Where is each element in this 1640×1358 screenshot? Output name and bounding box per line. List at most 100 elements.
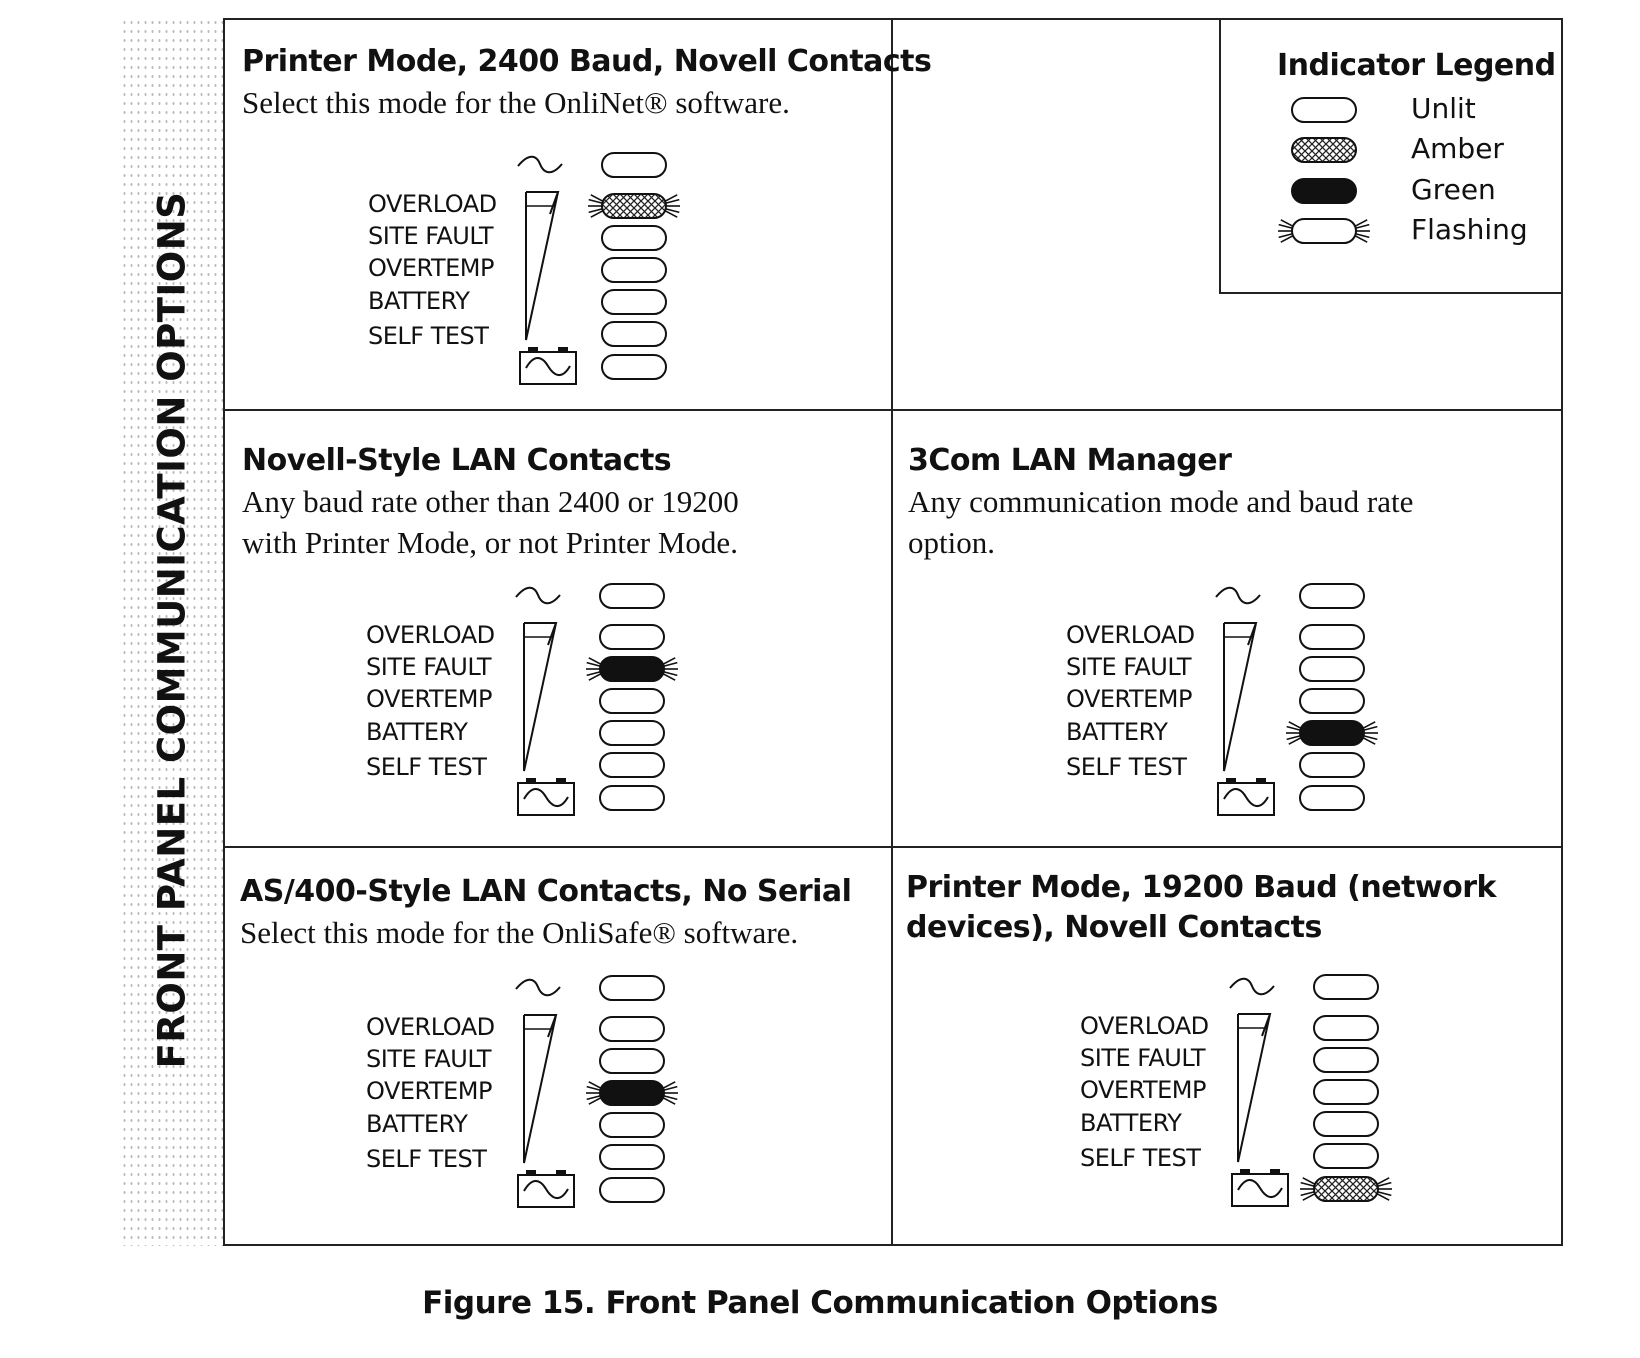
indicator-led-unlit-icon — [599, 583, 665, 609]
indicator-led-unlit-icon — [599, 1112, 665, 1138]
indicator-led-unlit-icon — [599, 752, 665, 778]
load-bar-graph-icon — [1237, 1013, 1272, 1163]
panel-description: Select this mode for the OnliNet® softwa… — [242, 85, 790, 120]
indicator-led-unlit-icon — [599, 624, 665, 650]
legend-label-unlit: Unlit — [1411, 92, 1476, 125]
panel-printer-mode-19200: Printer Mode, 19200 Baud (network devices… — [906, 868, 1497, 1207]
load-bar-graph-icon — [1223, 622, 1258, 772]
indicator-label-overload: OVERLOAD — [366, 1013, 495, 1041]
front-panel-diagram: OVERLOAD SITE FAULT OVERTEMP BATTERY SELF TE… — [368, 152, 788, 397]
indicator-led-unlit-icon — [599, 1048, 665, 1074]
indicator-led-unlit-icon — [1313, 1143, 1379, 1169]
legend-label-flashing: Flashing — [1411, 213, 1528, 246]
legend-swatch-flashing-icon — [1278, 218, 1370, 244]
indicator-label-battery: BATTERY — [368, 287, 470, 315]
front-panel-diagram: OVERLOAD SITE FAULT OVERTEMP BATTERY SELF TE… — [1066, 583, 1486, 828]
indicator-led-unlit-icon — [599, 975, 665, 1001]
legend-label-green: Green — [1411, 173, 1496, 206]
legend-swatch-unlit-icon — [1291, 97, 1357, 123]
load-bar-graph-icon — [523, 622, 558, 772]
indicator-label-overtemp: OVERTEMP — [1066, 685, 1192, 713]
indicator-led-unlit-icon — [599, 720, 665, 746]
ac-sine-icon — [515, 586, 561, 605]
grid-divider-row1 — [225, 409, 1563, 411]
battery-icon — [519, 347, 577, 385]
front-panel-diagram: OVERLOAD SITE FAULT OVERTEMP BATTERY SELF TE… — [366, 975, 786, 1220]
panel-title: devices), Novell Contacts — [906, 910, 1322, 945]
legend-swatch-amber-icon — [1291, 137, 1357, 163]
figure-caption: Figure 15. Front Panel Communication Opt… — [422, 1285, 1218, 1321]
indicator-label-overtemp: OVERTEMP — [366, 1077, 492, 1105]
panel-title: Printer Mode, 19200 Baud (network — [906, 870, 1497, 905]
indicator-label-overload: OVERLOAD — [366, 621, 495, 649]
indicator-led-unlit-icon — [599, 1144, 665, 1170]
indicator-led-green-flashing-icon — [586, 656, 678, 682]
sidebar — [121, 18, 225, 1246]
indicator-label-self-test: SELF TEST — [1080, 1144, 1201, 1172]
indicator-label-battery: BATTERY — [1080, 1109, 1182, 1137]
panel-description: with Printer Mode, or not Printer Mode. — [242, 525, 738, 560]
indicator-label-site-fault: SITE FAULT — [366, 653, 492, 681]
indicator-label-self-test: SELF TEST — [366, 753, 487, 781]
panel-description: Any communication mode and baud rate — [908, 484, 1414, 519]
ac-sine-icon — [517, 155, 563, 174]
indicator-label-battery: BATTERY — [1066, 718, 1168, 746]
indicator-led-unlit-icon — [601, 152, 667, 178]
panel-title: Novell-Style LAN Contacts — [242, 443, 672, 478]
panel-description: option. — [908, 525, 995, 560]
indicator-led-unlit-icon — [601, 225, 667, 251]
indicator-label-self-test: SELF TEST — [366, 1145, 487, 1173]
grid-divider-row2 — [225, 846, 1563, 848]
indicator-led-unlit-icon — [1299, 688, 1365, 714]
legend-title: Indicator Legend — [1277, 48, 1556, 83]
indicator-label-overload: OVERLOAD — [368, 190, 497, 218]
indicator-led-unlit-icon — [1313, 1047, 1379, 1073]
indicator-label-site-fault: SITE FAULT — [1080, 1044, 1206, 1072]
indicator-label-battery: BATTERY — [366, 718, 468, 746]
indicator-label-overtemp: OVERTEMP — [368, 254, 494, 282]
indicator-led-unlit-icon — [601, 321, 667, 347]
indicator-led-unlit-icon — [601, 354, 667, 380]
panel-description: Any baud rate other than 2400 or 19200 — [242, 484, 739, 519]
indicator-label-site-fault: SITE FAULT — [368, 222, 494, 250]
legend-label-amber: Amber — [1411, 132, 1504, 165]
indicator-led-unlit-icon — [599, 1177, 665, 1203]
indicator-led-unlit-icon — [601, 289, 667, 315]
indicator-label-self-test: SELF TEST — [1066, 753, 1187, 781]
indicator-led-unlit-icon — [1299, 583, 1365, 609]
panel-title: 3Com LAN Manager — [908, 443, 1232, 478]
indicator-led-unlit-icon — [599, 1016, 665, 1042]
indicator-led-amber-flashing-icon — [588, 193, 680, 219]
indicator-label-overload: OVERLOAD — [1080, 1012, 1209, 1040]
indicator-label-self-test: SELF TEST — [368, 322, 489, 350]
indicator-label-overtemp: OVERTEMP — [1080, 1076, 1206, 1104]
legend-swatch-green-icon — [1291, 178, 1357, 204]
load-bar-graph-icon — [525, 191, 560, 341]
indicator-label-battery: BATTERY — [366, 1110, 468, 1138]
indicator-label-site-fault: SITE FAULT — [366, 1045, 492, 1073]
sidebar-title: FRONT PANEL COMMUNICATION OPTIONS — [150, 191, 194, 1069]
ac-sine-icon — [515, 978, 561, 997]
grid-divider-vertical — [891, 18, 893, 1246]
indicator-led-unlit-icon — [1313, 1111, 1379, 1137]
indicator-led-green-flashing-icon — [586, 1080, 678, 1106]
indicator-label-site-fault: SITE FAULT — [1066, 653, 1192, 681]
indicator-led-unlit-icon — [1313, 1079, 1379, 1105]
panel-title: AS/400-Style LAN Contacts, No Serial — [240, 874, 852, 909]
indicator-led-green-flashing-icon — [1286, 720, 1378, 746]
indicator-led-unlit-icon — [1299, 624, 1365, 650]
indicator-led-unlit-icon — [1313, 1015, 1379, 1041]
panel-description: Select this mode for the OnliSafe® softw… — [240, 915, 799, 950]
indicator-led-unlit-icon — [1299, 656, 1365, 682]
indicator-led-unlit-icon — [599, 785, 665, 811]
indicator-label-overload: OVERLOAD — [1066, 621, 1195, 649]
indicator-led-unlit-icon — [1299, 785, 1365, 811]
battery-icon — [517, 1170, 575, 1208]
indicator-led-unlit-icon — [1313, 974, 1379, 1000]
battery-icon — [1217, 778, 1275, 816]
